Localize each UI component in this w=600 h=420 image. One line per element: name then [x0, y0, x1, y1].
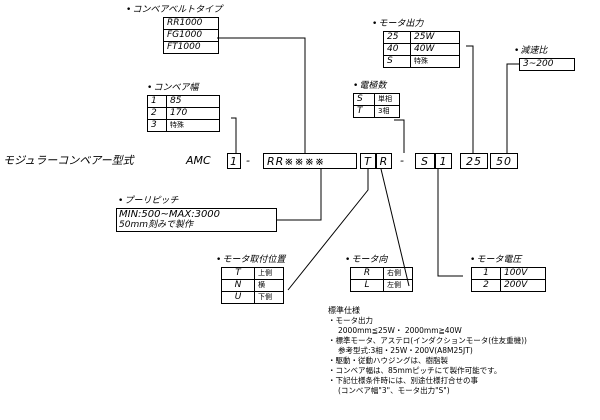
- leader-belt-type: [217, 37, 306, 153]
- width-code: 3: [147, 119, 167, 132]
- mount-code: N: [221, 279, 255, 292]
- voltage-code-box: 1: [435, 153, 452, 169]
- voltage-code: 2: [471, 279, 501, 292]
- ratio-table: 3~200: [519, 58, 575, 71]
- spec-line: ・駆動・従動ハウジングは、樹脂製: [328, 356, 448, 365]
- phase-code: S: [353, 93, 375, 106]
- direction-value: 右側: [383, 267, 413, 280]
- direction-code: L: [350, 279, 384, 292]
- mount-value: 上側: [254, 267, 284, 280]
- leader-voltage: [437, 169, 463, 277]
- width-value: 170: [166, 107, 220, 120]
- output-code-box: 25: [460, 153, 488, 169]
- model-dash: -: [400, 154, 404, 167]
- belt-type-label: •コンベアベルトタイプ: [126, 5, 223, 15]
- spec-line: 参考型式:3相・25W・200V(A8M25JT): [338, 346, 473, 355]
- width-label: •コンベア幅: [147, 83, 199, 93]
- pulley-box: MIN:500~MAX:3000 50mm刻みで製作: [116, 208, 277, 232]
- mount-value: 横: [254, 279, 284, 292]
- leader-direction: [380, 168, 410, 287]
- mount-label: •モータ取付位置: [216, 255, 286, 265]
- ratio-code-box: 50: [490, 153, 518, 169]
- voltage-value: 200V: [500, 279, 546, 292]
- phase-value: 3相: [374, 105, 400, 118]
- direction-label: •モータ向: [345, 255, 388, 265]
- output-code: S: [383, 55, 411, 68]
- spec-line: ・標準モータ、アステロ(インダクションモータ(住友重機)): [328, 336, 527, 345]
- width-code: 2: [147, 107, 167, 120]
- output-value: 25W: [410, 31, 460, 44]
- spec-line: ・下記仕様条件時には、別途仕様打合せの事: [328, 376, 478, 385]
- output-label: •モータ出力: [372, 19, 424, 29]
- voltage-value: 100V: [500, 267, 546, 280]
- belt-type-option: FT1000: [163, 41, 219, 54]
- phase-label: •電極数: [353, 81, 387, 91]
- leader-output: [466, 45, 474, 153]
- phase-code: T: [353, 105, 375, 118]
- output-value: 40W: [410, 43, 460, 56]
- belt-code-box: RR※※※※: [263, 153, 357, 169]
- leader-ratio: [506, 63, 519, 153]
- model-dash: -: [246, 154, 250, 167]
- voltage-label: •モータ電圧: [470, 255, 522, 265]
- leader-pulley: [277, 169, 322, 221]
- spec-line: 2000mm≦25W・ 2000mm≧40W: [338, 326, 462, 335]
- leader-phase: [394, 119, 405, 153]
- mount-value: 下側: [254, 291, 284, 304]
- output-code: 40: [383, 43, 411, 56]
- pulley-label: •プーリピッチ: [118, 196, 179, 206]
- mount-code: T: [221, 267, 255, 280]
- phase-code-box: S: [415, 153, 435, 169]
- belt-type-option: FG1000: [163, 29, 219, 42]
- mount-code: U: [221, 291, 255, 304]
- width-code-box: 1: [227, 153, 241, 169]
- spec-line: (コンベア幅"3"、モータ出力"S"): [338, 386, 450, 395]
- spec-line: ・コンベア幅は、85mmピッチにて製作可能です。: [328, 366, 502, 375]
- ratio-label: •減速比: [514, 46, 548, 56]
- direction-value: 左側: [383, 279, 413, 292]
- model-title: モジュラーコンベアー型式: [3, 154, 134, 167]
- voltage-code: 1: [471, 267, 501, 280]
- direction-code: R: [350, 267, 384, 280]
- width-code: 1: [147, 95, 167, 108]
- spec-heading: 標準仕様: [328, 306, 360, 315]
- belt-type-table: RR1000 FG1000 FT1000: [163, 17, 219, 54]
- pulley-step: 50mm刻みで製作: [119, 220, 193, 230]
- leader-width: [231, 117, 237, 153]
- pulley-range: MIN:500~MAX:3000: [119, 209, 221, 220]
- width-value: 特殊: [166, 119, 220, 132]
- output-code: 25: [383, 31, 411, 44]
- output-value: 特殊: [410, 55, 460, 68]
- mount-code-box: T: [360, 153, 376, 169]
- spec-line: ・モータ出力: [328, 316, 373, 325]
- width-value: 85: [166, 95, 220, 108]
- phase-value: 単相: [374, 93, 400, 106]
- direction-code-box: R: [376, 153, 392, 169]
- model-prefix: AMC: [186, 154, 211, 167]
- standard-spec: 標準仕様 ・モータ出力 2000mm≦25W・ 2000mm≧40W ・標準モー…: [328, 306, 527, 396]
- belt-type-option: RR1000: [163, 17, 219, 30]
- leader-mount: [287, 169, 369, 291]
- ratio-value: 3~200: [519, 58, 575, 71]
